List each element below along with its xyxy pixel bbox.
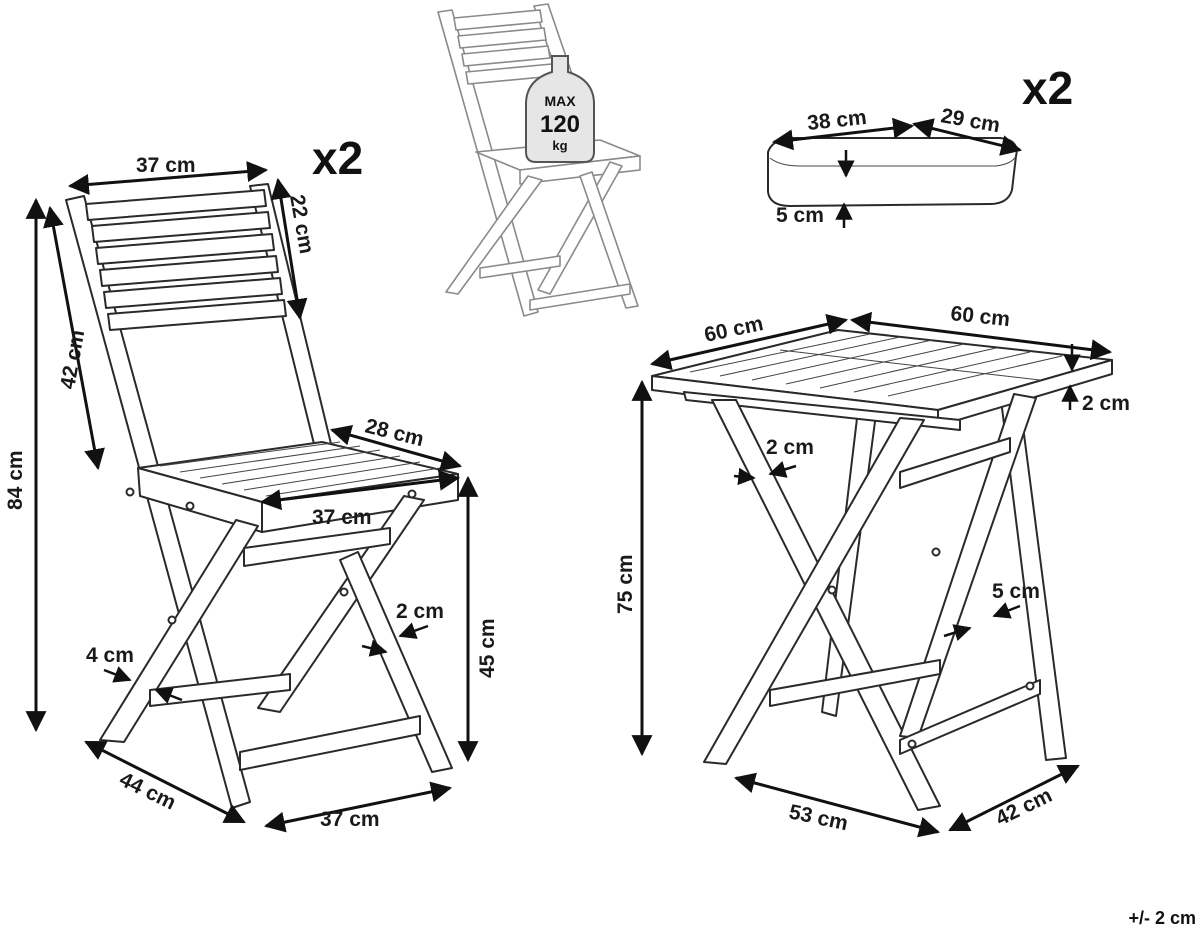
cushion-dimension-lines <box>771 117 1023 228</box>
table-drawing <box>651 329 1113 811</box>
chair-leg-width: 4 cm <box>86 644 134 667</box>
cushion-drawing <box>767 137 1018 207</box>
chair-back-length: 42 cm <box>56 328 89 391</box>
table-base-width: 42 cm <box>992 784 1056 831</box>
table-leg-width: 5 cm <box>992 580 1040 603</box>
table-dimension-lines <box>631 311 1113 838</box>
tolerance-note: +/- 2 cm <box>1128 908 1196 928</box>
chair-base-width: 37 cm <box>320 808 380 831</box>
load-chair-illustration <box>437 3 641 317</box>
weight-icon <box>525 55 595 163</box>
table-top-width: 60 cm <box>949 302 1011 331</box>
load-max-value: 120 <box>540 111 580 138</box>
chair-seat-height: 45 cm <box>476 618 499 678</box>
chair-total-height: 84 cm <box>4 450 27 510</box>
load-max-label: MAX <box>544 93 576 109</box>
cushion-thickness: 5 cm <box>776 204 824 227</box>
chair-seat-width: 37 cm <box>312 506 372 529</box>
chair-seat-depth: 28 cm <box>363 415 426 452</box>
cushion-length: 38 cm <box>806 106 868 135</box>
table-leg-thickness: 2 cm <box>766 436 814 459</box>
table-top-thickness: 2 cm <box>1082 392 1130 415</box>
cushion-quantity: x2 <box>1022 62 1073 114</box>
load-max-unit: kg <box>552 138 567 153</box>
chair-top-width: 37 cm <box>136 154 196 177</box>
chair-drawing <box>65 183 459 809</box>
chair-dimension-lines <box>25 161 479 833</box>
chair-slat-thickness: 2 cm <box>396 600 444 623</box>
chair-quantity: x2 <box>312 132 363 184</box>
table-height: 75 cm <box>614 554 637 614</box>
